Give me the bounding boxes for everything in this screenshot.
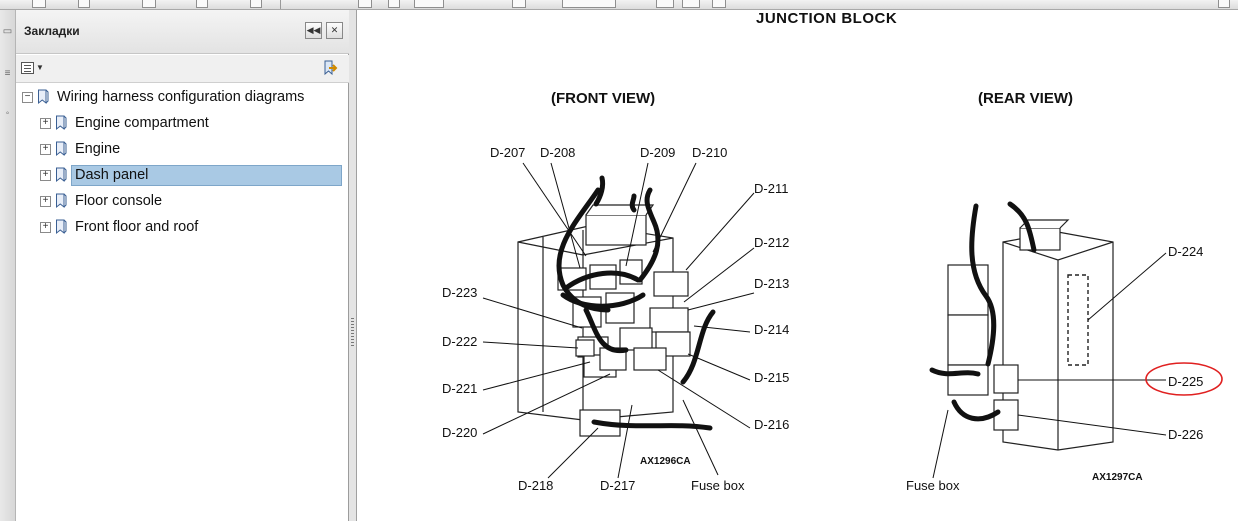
expand-icon[interactable]: + [40,143,51,155]
page-number-input[interactable] [414,0,444,8]
label-d217: D-217 [600,478,636,493]
label-d212: D-212 [754,235,790,250]
document-page: JUNCTION BLOCK (FRONT VIEW) (REAR VIEW) … [358,10,1238,521]
label-d225: D-225 [1168,374,1204,389]
layers-icon[interactable]: ≡ [4,68,11,79]
label-d208: D-208 [540,145,576,160]
label-d226: D-226 [1168,427,1204,442]
label-d207: D-207 [490,145,526,160]
front-view-title: (FRONT VIEW) [551,90,656,107]
label-d211: D-211 [754,181,789,196]
bookmarks-toolbar: ▼ [16,55,349,83]
bookmark-label: Wiring harness configuration diagrams [57,88,305,105]
label-d224: D-224 [1168,244,1204,259]
bookmark-engine-compartment[interactable]: + Engine compartment [40,112,214,134]
label-d223: D-223 [442,285,478,300]
options-menu-button[interactable]: ▼ [21,60,45,77]
bookmark-icon [56,115,67,131]
label-d218: D-218 [518,478,554,493]
toolbar-button[interactable] [196,0,208,8]
label-fuse-box-rear: Fuse box [906,478,960,493]
collapse-icon[interactable]: − [22,91,33,103]
bookmark-label: Front floor and roof [75,218,199,235]
toolbar-button[interactable] [388,0,400,8]
page-thumbnails-icon[interactable]: ▭ [2,26,13,37]
toolbar-button[interactable] [512,0,526,8]
annotation-circle [1145,362,1223,396]
toolbar-button[interactable] [1218,0,1230,8]
bookmark-front-floor-and-roof[interactable]: + Front floor and roof [40,216,203,238]
double-chevron-left-icon: ◀◀ [306,25,321,35]
bookmark-icon [38,89,49,105]
front-figure-code: AX1296CA [640,456,691,467]
bookmark-engine[interactable]: + Engine [40,138,125,160]
label-d214: D-214 [754,322,790,337]
expand-icon[interactable]: + [40,221,51,233]
toolbar-button[interactable] [656,0,674,8]
label-d222: D-222 [442,334,478,349]
label-d213: D-213 [754,276,790,291]
panel-splitter[interactable] [349,10,357,521]
list-options-icon [21,62,34,74]
collapse-panel-button[interactable]: ◀◀ [305,22,322,39]
label-fuse-box-front: Fuse box [691,478,745,493]
dropdown-arrow-icon: ▼ [36,63,44,72]
splitter-grip-icon[interactable] [351,318,354,348]
toolbar-button[interactable] [358,0,372,8]
expand-icon[interactable]: + [40,169,51,181]
navigation-strip: ▭ ≡ ◦ [0,10,16,521]
bookmark-floor-console[interactable]: + Floor console [40,190,167,212]
toolbar-button[interactable] [142,0,156,8]
bookmark-icon [56,167,67,183]
toolbar-button[interactable] [682,0,700,8]
bookmark-label: Engine compartment [75,114,209,131]
bookmarks-panel: Закладки ◀◀ ✕ ▼ − [16,10,349,521]
toolbar-button[interactable] [712,0,726,8]
bookmarks-panel-header: Закладки ◀◀ ✕ [16,10,349,54]
bookmark-root[interactable]: − Wiring harness configuration diagrams [22,86,309,108]
label-d210: D-210 [692,145,728,160]
label-d216: D-216 [754,417,790,432]
toolbar-separator [280,0,281,9]
label-d215: D-215 [754,370,790,385]
expand-icon[interactable]: + [40,117,51,129]
toolbar [0,0,1238,10]
go-to-bookmark-button[interactable] [321,59,339,77]
bookmark-icon [56,193,67,209]
junction-block-diagram [482,162,1223,479]
zoom-input[interactable] [562,0,616,8]
attachments-icon[interactable]: ◦ [5,108,10,119]
bookmark-label: Dash panel [71,164,342,186]
bookmark-label: Floor console [75,192,163,209]
label-d209: D-209 [640,145,676,160]
label-d221: D-221 [442,381,478,396]
close-icon: ✕ [330,25,339,35]
toolbar-button[interactable] [32,0,46,8]
bookmarks-title: Закладки [24,24,80,38]
label-d220: D-220 [442,425,478,440]
front-block-top-housing [585,214,647,246]
close-panel-button[interactable]: ✕ [326,22,343,39]
toolbar-button[interactable] [250,0,262,8]
expand-icon[interactable]: + [40,195,51,207]
bookmark-icon [56,219,67,235]
rear-figure-code: AX1297CA [1092,472,1143,483]
toolbar-button[interactable] [78,0,90,8]
page-title: JUNCTION BLOCK [756,10,898,27]
bookmark-label: Engine [75,140,121,157]
bookmark-dash-panel[interactable]: + Dash panel [40,164,342,186]
rear-view-title: (REAR VIEW) [978,90,1073,107]
bookmark-goto-icon [324,60,338,76]
bookmark-icon [56,141,67,157]
